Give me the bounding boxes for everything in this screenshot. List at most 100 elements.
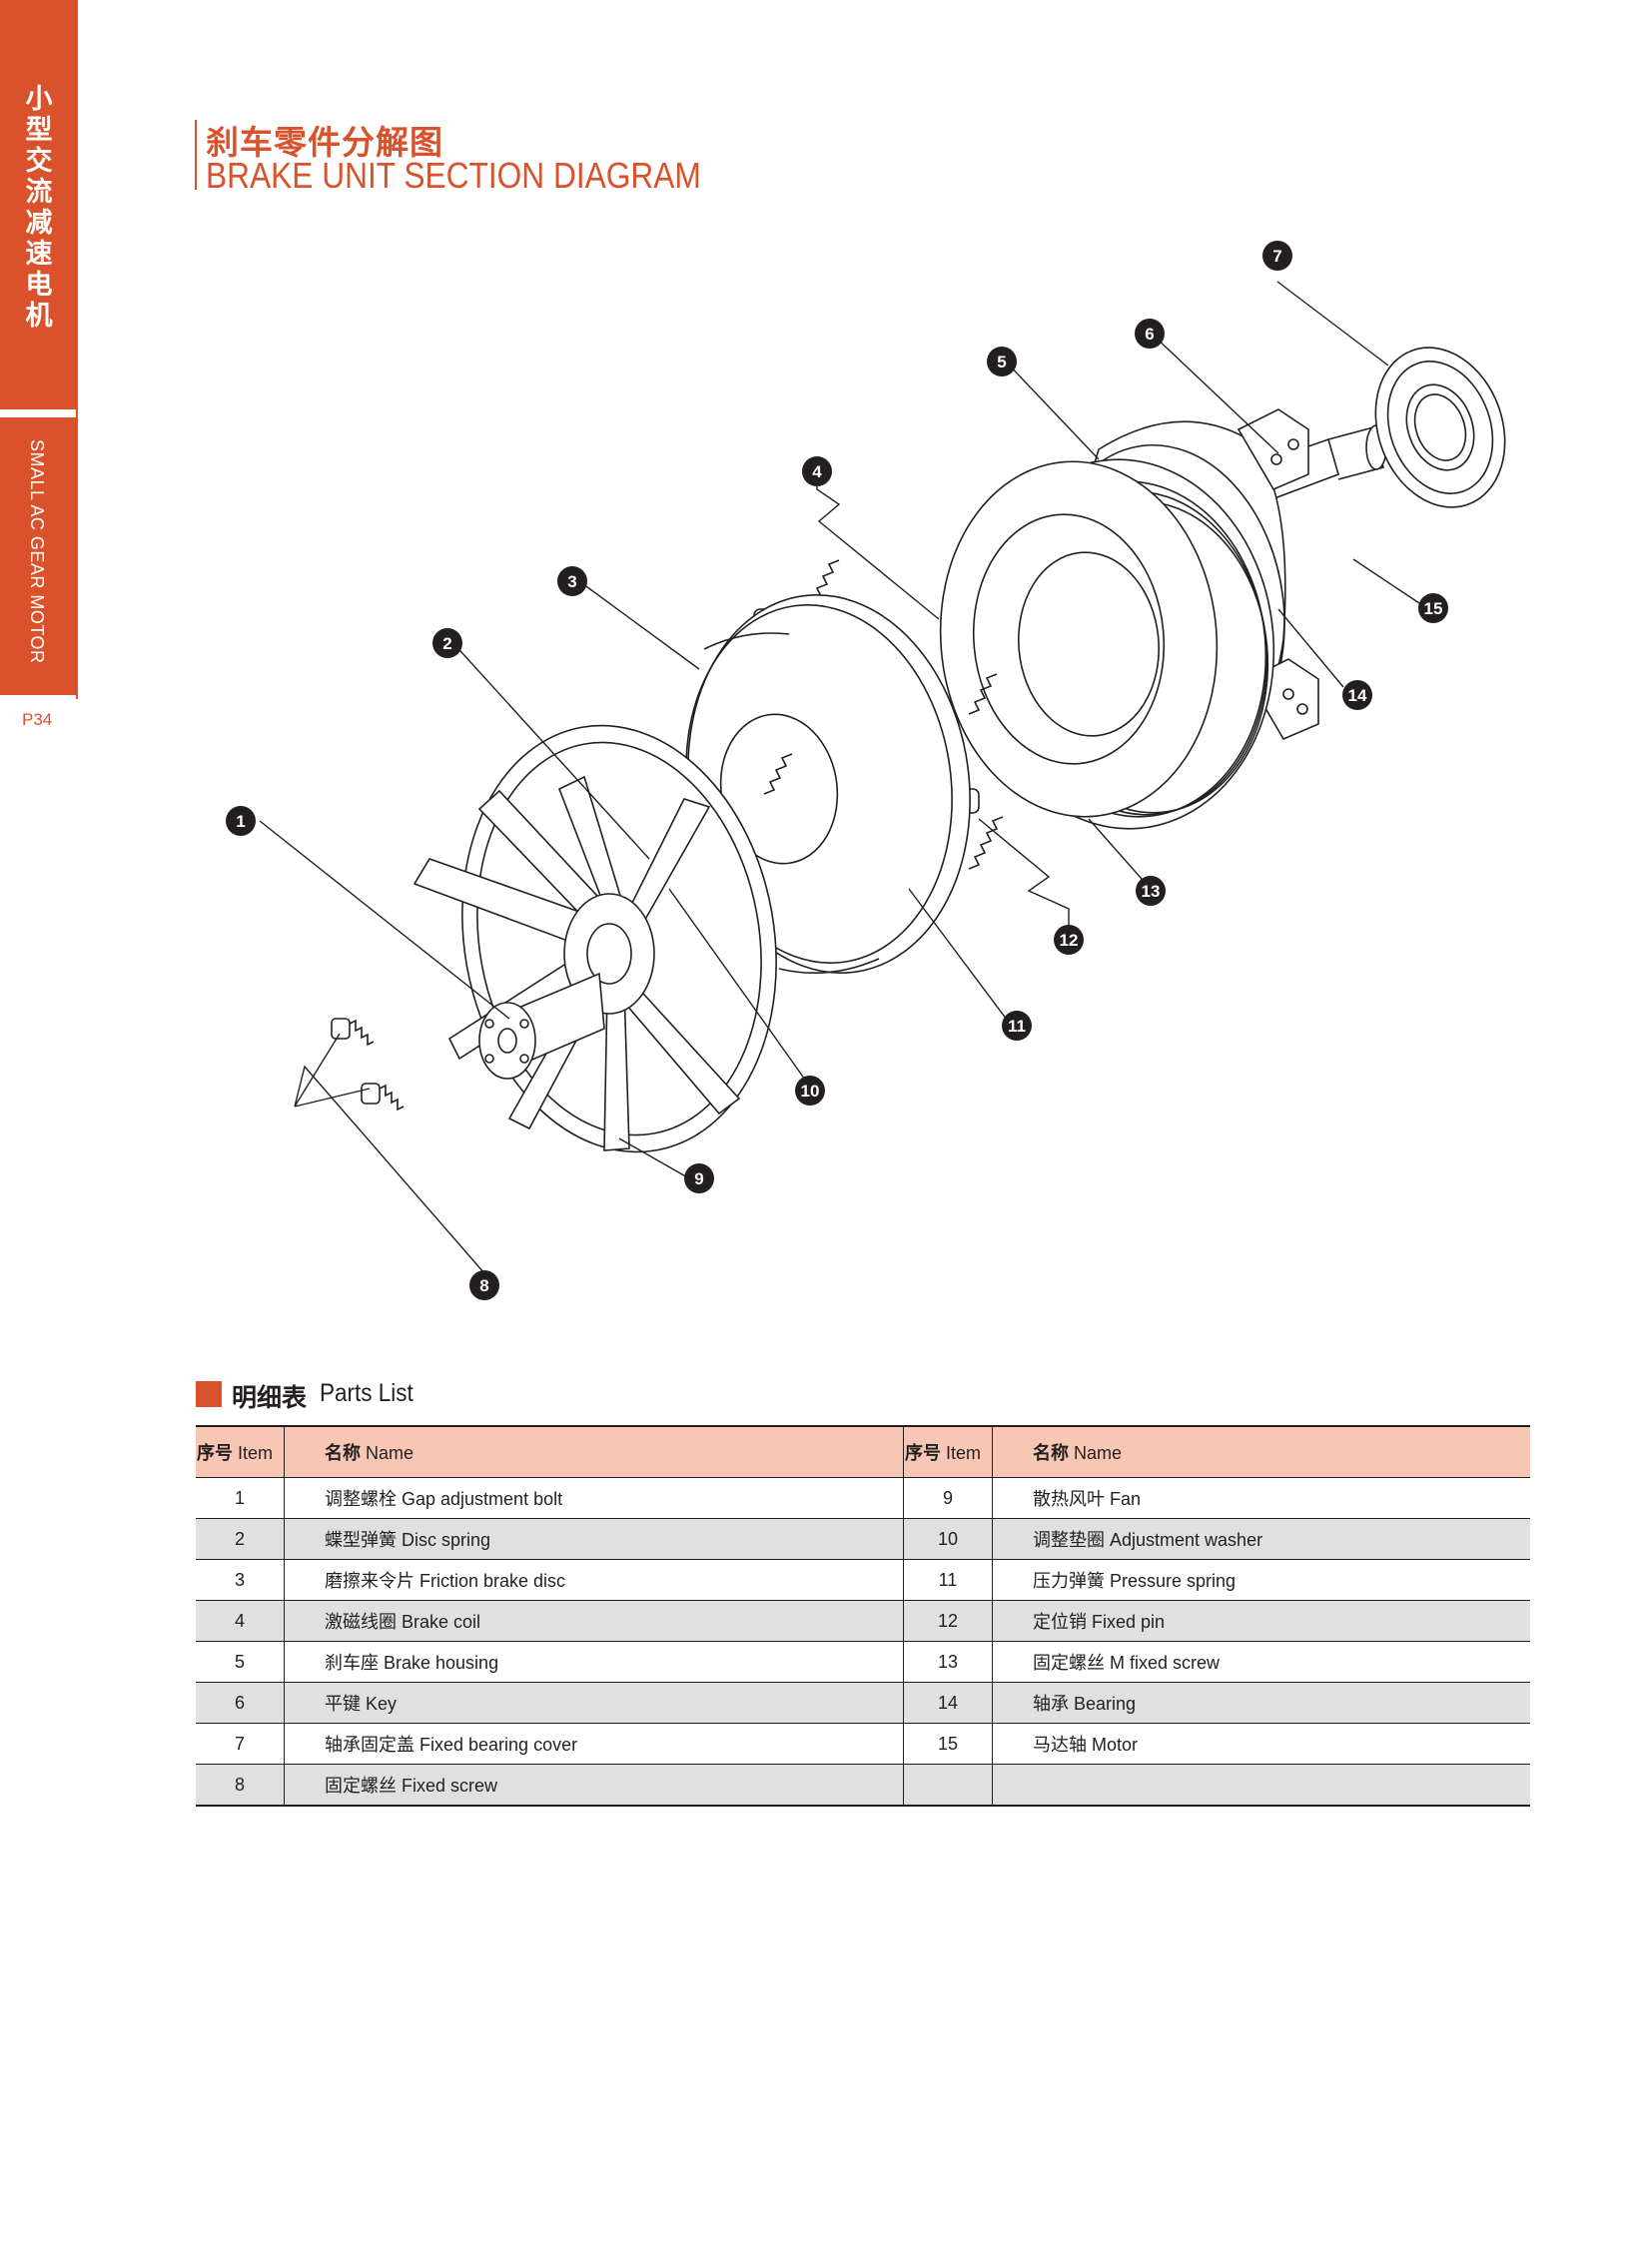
item-name: 轴承固定盖 Fixed bearing cover <box>284 1723 904 1765</box>
fixed-screws <box>331 1018 405 1112</box>
gap-adjustment-bolt <box>478 972 605 1080</box>
item-number: 6 <box>196 1682 285 1724</box>
table-row: 8 固定螺丝 Fixed screw <box>196 1764 1530 1807</box>
callout-13: 13 <box>1136 876 1166 906</box>
item-name: 刹车座 Brake housing <box>284 1641 904 1683</box>
svg-text:1: 1 <box>236 812 245 831</box>
sidebar-english-label: SMALL AC GEAR MOTOR <box>27 439 47 664</box>
item-name: 平键 Key <box>284 1682 904 1724</box>
header-name: 名称 Name <box>284 1425 904 1478</box>
callout-11: 11 <box>1002 1011 1032 1041</box>
callout-9: 9 <box>684 1163 714 1193</box>
callout-14: 14 <box>1342 680 1372 710</box>
table-row: 1 调整螺栓 Gap adjustment bolt 9 散热风叶 Fan <box>196 1477 1530 1519</box>
svg-text:12: 12 <box>1060 931 1079 950</box>
header-item: 序号 Item <box>196 1425 285 1478</box>
svg-text:10: 10 <box>801 1082 820 1101</box>
item-number <box>903 1764 993 1807</box>
svg-text:13: 13 <box>1142 882 1161 901</box>
item-number: 10 <box>903 1518 993 1560</box>
item-name: 马达轴 Motor <box>992 1723 1530 1765</box>
callout-6: 6 <box>1135 319 1165 349</box>
sidebar-chinese-title: 小 型 交 流 减 速 电 机 <box>0 84 78 332</box>
svg-text:8: 8 <box>479 1276 488 1295</box>
callout-12: 12 <box>1054 925 1084 955</box>
item-number: 3 <box>196 1559 285 1601</box>
sidebar-char: 交 <box>25 146 53 177</box>
sidebar-divider <box>0 689 78 693</box>
item-name: 蝶型弹簧 Disc spring <box>284 1518 904 1560</box>
svg-text:15: 15 <box>1424 599 1443 618</box>
item-name: 定位销 Fixed pin <box>992 1600 1530 1642</box>
item-number: 13 <box>903 1641 993 1683</box>
table-row: 7 轴承固定盖 Fixed bearing cover 15 马达轴 Motor <box>196 1723 1530 1765</box>
svg-text:9: 9 <box>694 1169 703 1188</box>
svg-text:6: 6 <box>1145 325 1154 344</box>
item-number: 12 <box>903 1600 993 1642</box>
item-number: 8 <box>196 1764 285 1807</box>
item-name: 激磁线圈 Brake coil <box>284 1600 904 1642</box>
item-number: 11 <box>903 1559 993 1601</box>
item-name: 散热风叶 Fan <box>992 1477 1530 1519</box>
page-title-chinese: 刹车零件分解图 <box>206 123 443 162</box>
page-title-english: BRAKE UNIT SECTION DIAGRAM <box>206 155 701 196</box>
callout-1: 1 <box>226 806 256 836</box>
sidebar-english-band <box>0 417 78 695</box>
item-name: 固定螺丝 M fixed screw <box>992 1641 1530 1683</box>
callout-7: 7 <box>1262 241 1292 271</box>
header-name-2: 名称 Name <box>992 1425 1530 1478</box>
item-number: 4 <box>196 1600 285 1642</box>
parts-list-title-english: Parts List <box>320 1379 413 1407</box>
page-number: P34 <box>22 710 53 729</box>
item-number: 14 <box>903 1682 993 1724</box>
sidebar-char: 电 <box>25 270 53 301</box>
item-name <box>992 1764 1530 1807</box>
table-row: 4 激磁线圈 Brake coil 12 定位销 Fixed pin <box>196 1600 1530 1642</box>
item-name: 调整螺栓 Gap adjustment bolt <box>284 1477 904 1519</box>
sidebar-char: 型 <box>25 115 53 146</box>
sidebar-top-band <box>0 0 78 409</box>
item-number: 5 <box>196 1641 285 1683</box>
table-row: 3 磨擦来令片 Friction brake disc 11 压力弹簧 Pres… <box>196 1559 1530 1601</box>
callout-8: 8 <box>469 1270 499 1300</box>
svg-text:5: 5 <box>997 353 1006 372</box>
callout-10: 10 <box>795 1076 825 1106</box>
callout-15: 15 <box>1418 593 1448 623</box>
item-name: 固定螺丝 Fixed screw <box>284 1764 904 1807</box>
item-number: 1 <box>196 1477 285 1519</box>
svg-text:2: 2 <box>442 634 451 653</box>
sidebar-char: 机 <box>25 301 53 332</box>
callout-2: 2 <box>432 628 462 658</box>
leader-lines <box>259 281 1426 1274</box>
callout-3: 3 <box>557 566 587 596</box>
item-number: 15 <box>903 1723 993 1765</box>
table-row: 6 平键 Key 14 轴承 Bearing <box>196 1682 1530 1724</box>
item-number: 9 <box>903 1477 993 1519</box>
item-name: 压力弹簧 Pressure spring <box>992 1559 1530 1601</box>
brake-exploded-diagram: 1 2 3 4 5 6 7 8 9 10 11 12 13 14 15 <box>226 241 1506 1300</box>
table-header-row: 序号 Item 名称 Name 序号 Item 名称 Name <box>196 1425 1530 1478</box>
svg-text:14: 14 <box>1348 686 1367 705</box>
item-name: 轴承 Bearing <box>992 1682 1530 1724</box>
parts-table: 序号 Item 名称 Name 序号 Item 名称 Name 1 调整螺栓 G… <box>196 1425 1530 1807</box>
item-number: 2 <box>196 1518 285 1560</box>
svg-text:4: 4 <box>812 462 822 481</box>
parts-list-title-chinese: 明细表 <box>232 1383 308 1412</box>
table-row: 5 刹车座 Brake housing 13 固定螺丝 M fixed scre… <box>196 1641 1530 1683</box>
sidebar-char: 流 <box>25 177 53 208</box>
bearing-cover <box>1374 347 1506 508</box>
svg-text:11: 11 <box>1008 1017 1026 1036</box>
item-number: 7 <box>196 1723 285 1765</box>
sidebar-edge-line <box>76 0 78 699</box>
callout-5: 5 <box>987 347 1017 376</box>
brake-coil <box>939 458 1275 830</box>
svg-text:7: 7 <box>1272 247 1281 266</box>
sidebar-char: 速 <box>25 239 53 270</box>
item-name: 磨擦来令片 Friction brake disc <box>284 1559 904 1601</box>
header-item-2: 序号 Item <box>903 1425 993 1478</box>
svg-text:3: 3 <box>567 572 576 591</box>
callouts: 1 2 3 4 5 6 7 8 9 10 11 12 13 14 15 <box>226 241 1448 1300</box>
callout-4: 4 <box>802 456 832 486</box>
sidebar-char: 减 <box>25 208 53 239</box>
table-row: 2 蝶型弹簧 Disc spring 10 调整垫圈 Adjustment wa… <box>196 1518 1530 1560</box>
